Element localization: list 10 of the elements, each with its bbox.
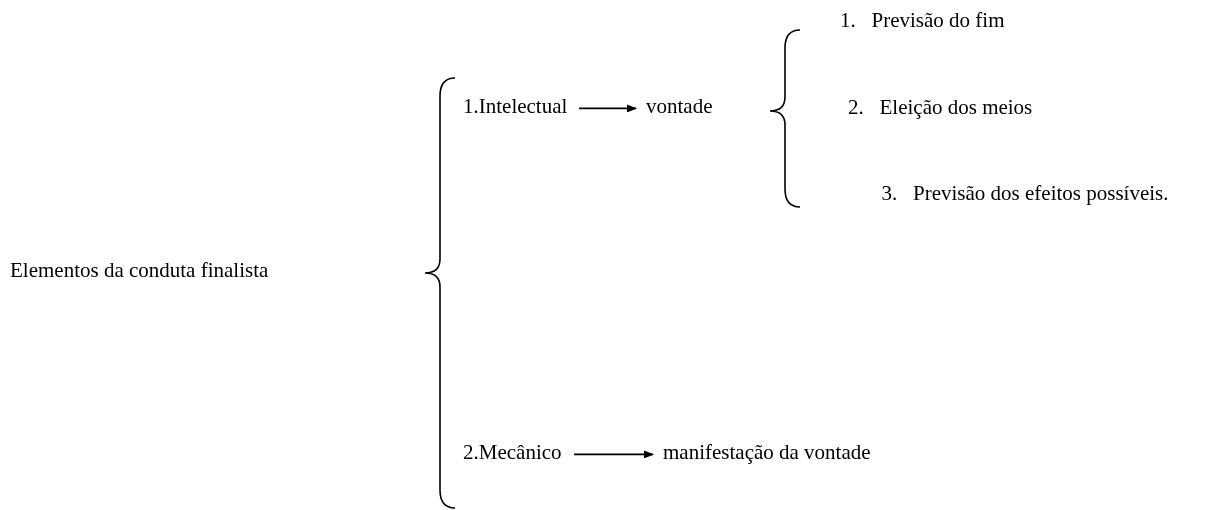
node-label: 2.Mecânico (463, 440, 562, 465)
arrow (578, 104, 637, 113)
node-label: 1.Intelectual (463, 94, 568, 119)
node-label: 1. Previsão do fim (840, 8, 1005, 33)
node-label: 2. Eleição dos meios (848, 95, 1033, 120)
arrow (573, 450, 654, 459)
node-label: Elementos da conduta finalista (10, 258, 269, 283)
node-label: vontade (646, 94, 713, 119)
node-label: manifestação da vontade (663, 440, 871, 465)
node-label: 3. Previsão dos efeitos possíveis. (840, 181, 1210, 206)
